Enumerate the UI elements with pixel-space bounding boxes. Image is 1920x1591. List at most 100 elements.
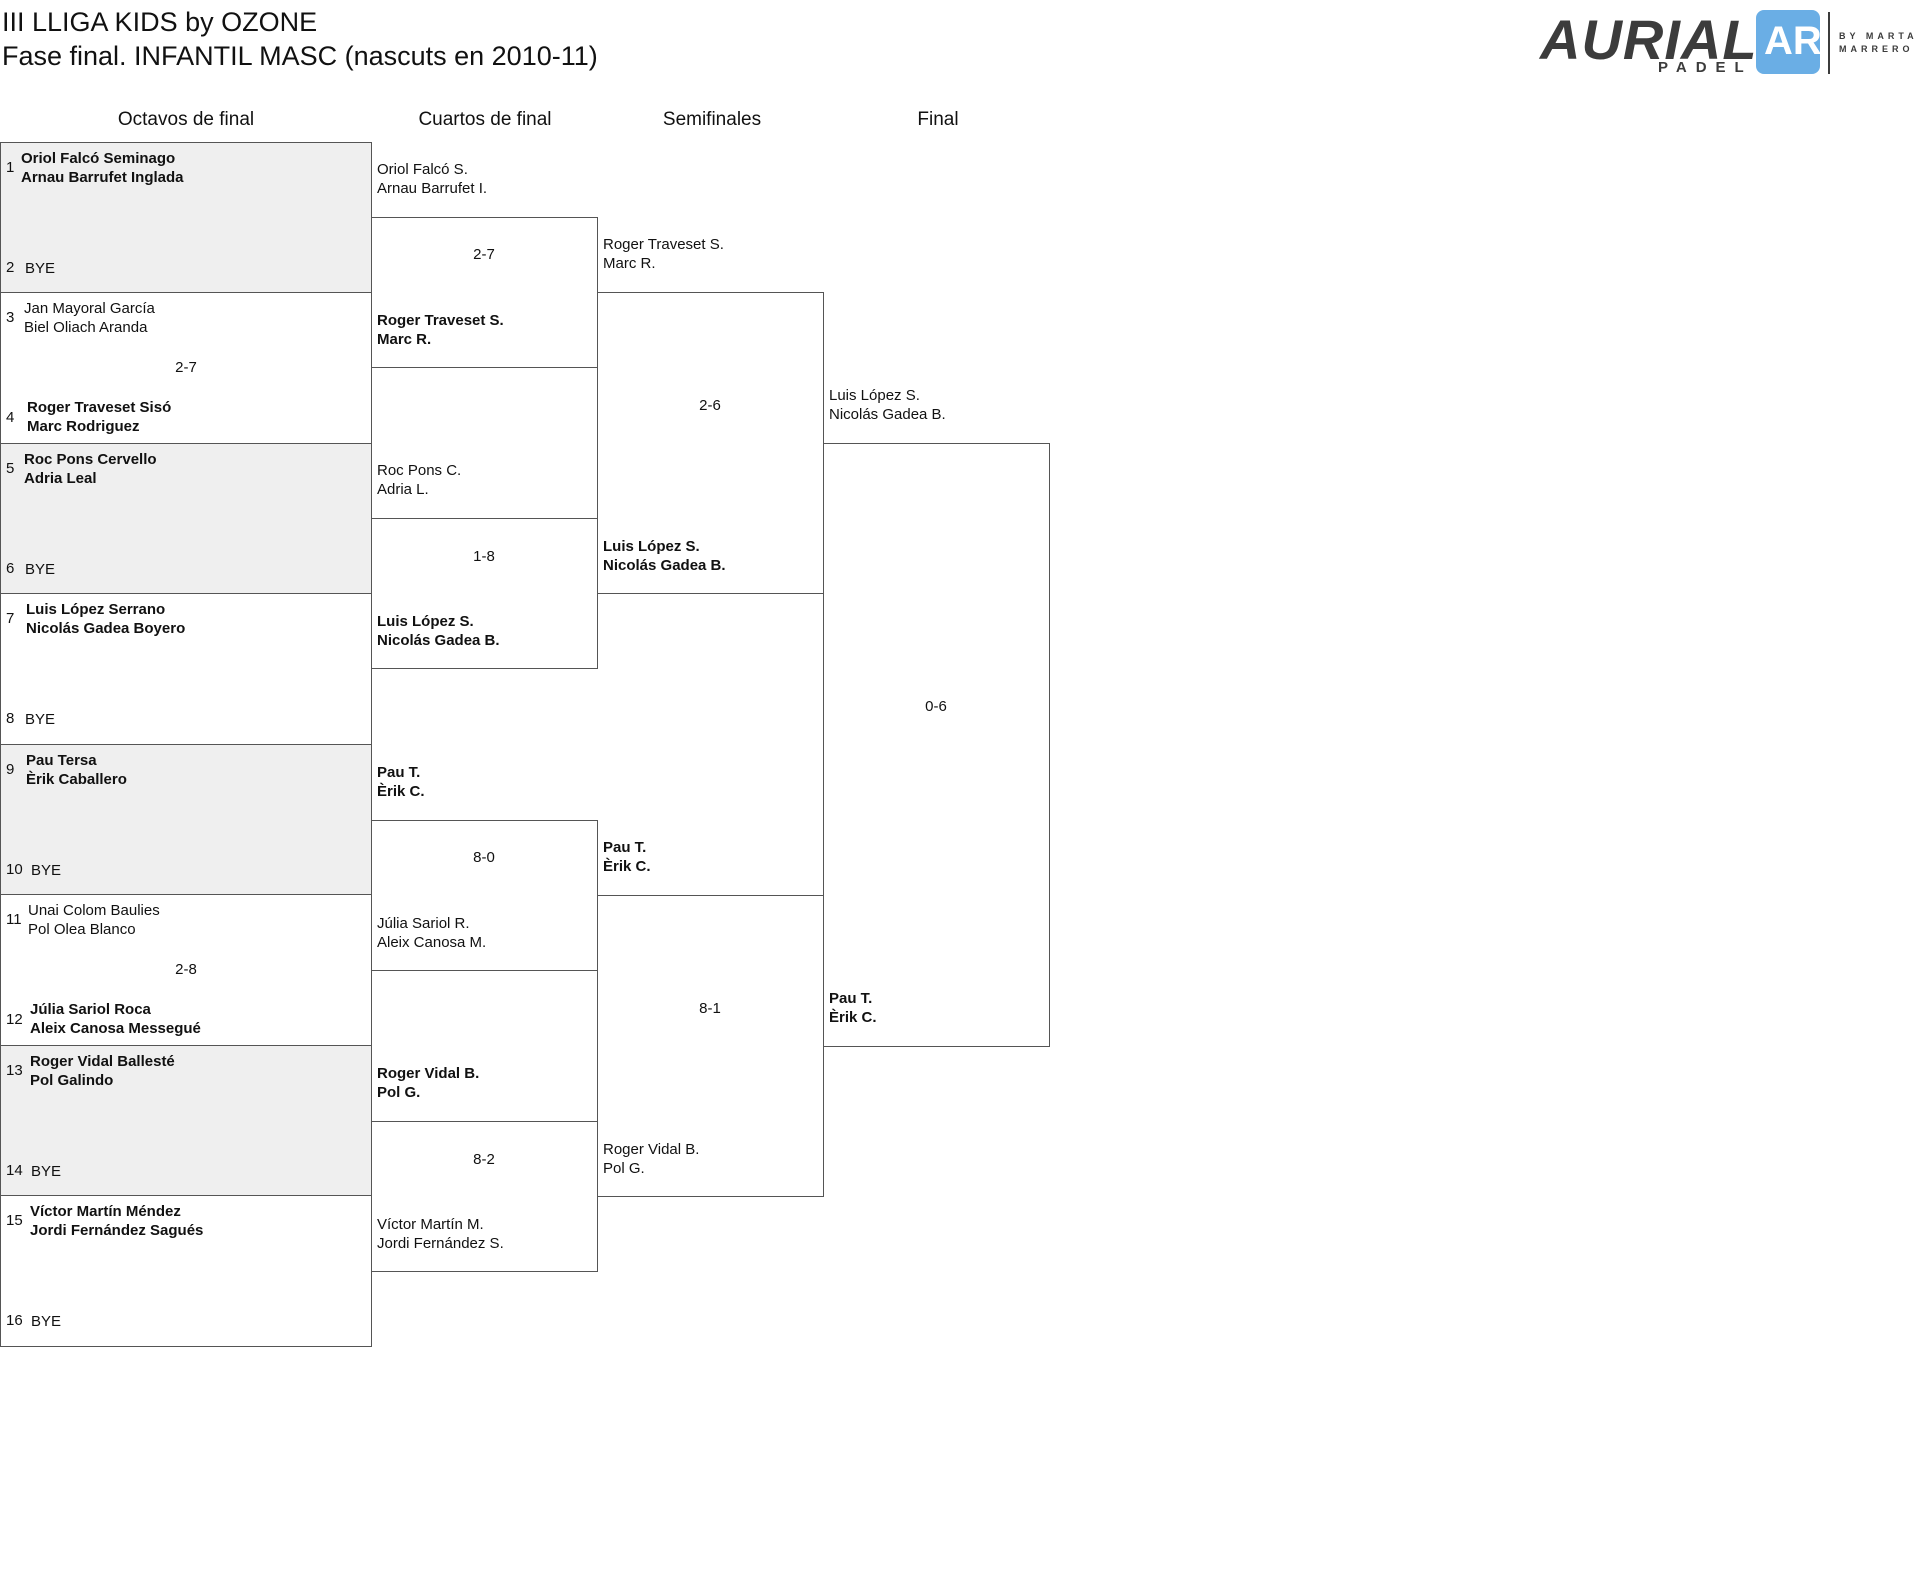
- round-label-octavos: Octavos de final: [117, 109, 255, 130]
- logo-wordmark: AURIAL: [1540, 8, 1758, 71]
- seed-number: 5: [6, 460, 15, 477]
- team-name: Èrik C.: [603, 858, 651, 875]
- octavos-match: 13 Roger Vidal Ballesté Pol Galindo 14 B…: [0, 1045, 372, 1196]
- aurial-padel-logo: AURIAL PADEL AR BY MARTA MARRERO: [1540, 8, 1920, 78]
- octavos-match: 1 Oriol Falcó Seminago Arnau Barrufet In…: [0, 142, 372, 293]
- team-name: Roger Traveset S.: [603, 236, 724, 253]
- team-name: Pau T.: [829, 990, 873, 1007]
- octavos-match: 5 Roc Pons Cervello Adria Leal 6 BYE: [0, 443, 372, 594]
- seed-number: 2: [6, 259, 15, 276]
- match-score: 8-0: [473, 849, 495, 866]
- team-name: Luis López S.: [377, 613, 474, 630]
- seed-number: 15: [6, 1212, 23, 1229]
- logo-subtitle: PADEL: [1658, 59, 1753, 76]
- team-name: Roger Traveset S.: [377, 312, 504, 329]
- team-name: Èrik C.: [377, 783, 425, 800]
- team-name: Nicolás Gadea B.: [829, 406, 946, 423]
- seed-number: 13: [6, 1062, 23, 1079]
- octavos-match: 9 Pau Tersa Èrik Caballero 10 BYE: [0, 744, 372, 895]
- team-name: Aleix Canosa M.: [377, 934, 487, 951]
- match-score: 0-6: [925, 698, 947, 715]
- seed-number: 12: [6, 1011, 23, 1028]
- team-name: Marc Rodriguez: [27, 418, 140, 435]
- round-label-final: Final: [917, 109, 959, 130]
- seed-number: 11: [6, 911, 22, 928]
- logo-badge-text: AR: [1764, 19, 1822, 63]
- seed-number: 1: [6, 159, 15, 176]
- team-name: Víctor Martín M.: [377, 1216, 484, 1233]
- octavos-match: 15 Víctor Martín Méndez Jordi Fernández …: [0, 1195, 372, 1347]
- team-name: Nicolás Gadea B.: [603, 557, 726, 574]
- team-name: Nicolás Gadea B.: [377, 632, 500, 649]
- seed-number: 8: [6, 710, 15, 727]
- round-label-semis: Semifinales: [662, 109, 762, 130]
- logo-divider: [1828, 12, 1830, 74]
- team-name: Roger Vidal B.: [377, 1065, 480, 1082]
- octavos-match: 3 Jan Mayoral García Biel Oliach Aranda …: [0, 292, 372, 444]
- team-name: Pau T.: [603, 839, 647, 856]
- team-name: Aleix Canosa Messegué: [30, 1020, 201, 1037]
- team-bye: BYE: [31, 862, 62, 879]
- team-name: Marc R.: [377, 331, 432, 348]
- match-score: 1-8: [473, 548, 495, 565]
- team-name: Jordi Fernández S.: [377, 1235, 504, 1252]
- team-name: Luis López S.: [603, 538, 700, 555]
- team-name: Arnau Barrufet Inglada: [21, 169, 184, 186]
- page-title: III LLIGA KIDS by OZONE: [2, 7, 318, 37]
- seed-number: 14: [6, 1162, 23, 1179]
- team-name: Oriol Falcó Seminago: [21, 150, 176, 167]
- team-bye: BYE: [25, 711, 56, 728]
- team-name: Pol Galindo: [30, 1072, 114, 1089]
- team-name: Jordi Fernández Sagués: [30, 1222, 204, 1239]
- logo-by-line-1: BY MARTA: [1839, 31, 1918, 41]
- team-name: Oriol Falcó S.: [377, 161, 468, 178]
- logo-by-line: BY MARTA MARRERO: [1839, 30, 1918, 56]
- team-name: Èrik Caballero: [26, 771, 127, 788]
- team-bye: BYE: [25, 561, 56, 578]
- logo-badge-icon: AR: [1756, 10, 1822, 74]
- team-bye: BYE: [25, 260, 56, 277]
- seed-number: 16: [6, 1312, 23, 1329]
- team-name: Pau Tersa: [26, 752, 97, 769]
- team-name: Roc Pons Cervello: [24, 451, 157, 468]
- final-match-box: [823, 443, 1050, 1047]
- team-name: Júlia Sariol Roca: [30, 1001, 151, 1018]
- team-name: Jan Mayoral García: [24, 300, 155, 317]
- match-score: 8-2: [473, 1151, 495, 1168]
- match-score: 2-6: [699, 397, 721, 414]
- match-score: 2-8: [175, 961, 197, 978]
- match-score: 8-1: [699, 1000, 721, 1017]
- seed-number: 6: [6, 560, 15, 577]
- logo-by-line-2: MARRERO: [1839, 44, 1914, 54]
- seed-number: 4: [6, 409, 15, 426]
- team-name: Adria Leal: [24, 470, 97, 487]
- team-name: Èrik C.: [829, 1009, 877, 1026]
- team-bye: BYE: [31, 1313, 62, 1330]
- page-subtitle: Fase final. INFANTIL MASC (nascuts en 20…: [2, 41, 598, 71]
- team-name: Nicolás Gadea Boyero: [26, 620, 186, 637]
- team-name: Luis López Serrano: [26, 601, 166, 618]
- team-name: Marc R.: [603, 255, 656, 272]
- team-name: Roger Vidal Ballesté: [30, 1053, 175, 1070]
- team-bye: BYE: [31, 1163, 62, 1180]
- team-name: Adria L.: [377, 481, 429, 498]
- team-name: Roc Pons C.: [377, 462, 462, 479]
- team-name: Biel Oliach Aranda: [24, 319, 148, 336]
- octavos-match: 7 Luis López Serrano Nicolás Gadea Boyer…: [0, 593, 372, 745]
- seed-number: 3: [6, 309, 15, 326]
- team-name: Luis López S.: [829, 387, 920, 404]
- seed-number: 10: [6, 861, 23, 878]
- seed-number: 9: [6, 761, 15, 778]
- team-name: Víctor Martín Méndez: [30, 1203, 181, 1220]
- team-name: Unai Colom Baulies: [28, 902, 160, 919]
- team-name: Roger Vidal B.: [603, 1141, 700, 1158]
- seed-number: 7: [6, 610, 15, 627]
- team-name: Pol Olea Blanco: [28, 921, 136, 938]
- team-name: Pol G.: [603, 1160, 645, 1177]
- round-label-cuartos: Cuartos de final: [418, 109, 552, 130]
- team-name: Arnau Barrufet I.: [377, 180, 488, 197]
- team-name: Pau T.: [377, 764, 421, 781]
- team-name: Júlia Sariol R.: [377, 915, 470, 932]
- team-name: Roger Traveset Sisó: [27, 399, 172, 416]
- team-name: Pol G.: [377, 1084, 421, 1101]
